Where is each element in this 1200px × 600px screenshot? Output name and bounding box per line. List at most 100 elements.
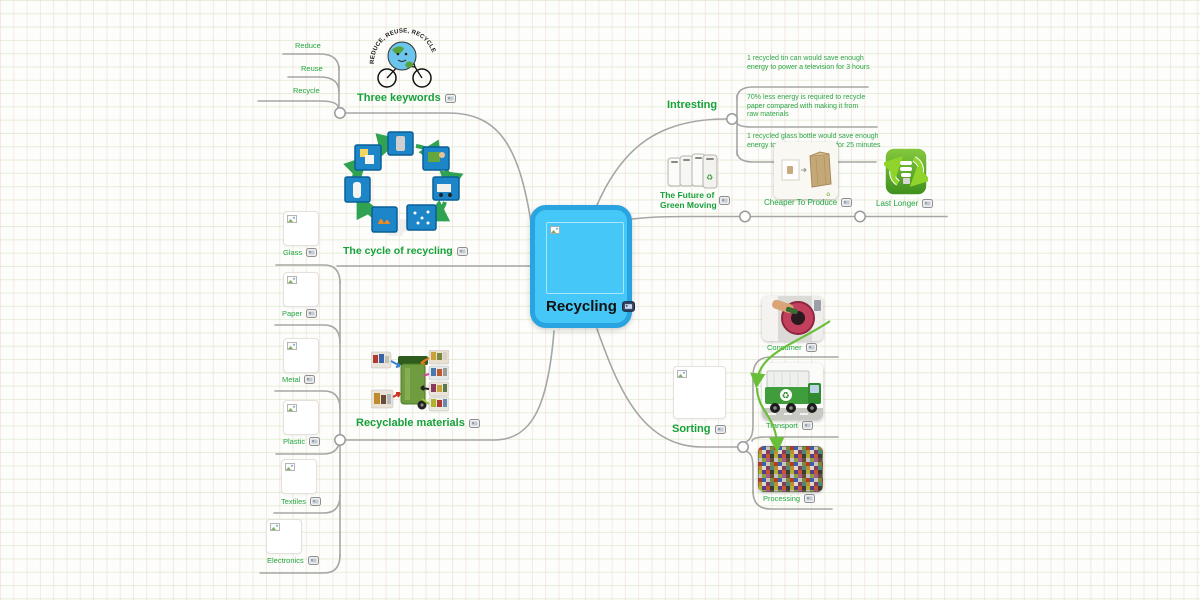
node-intresting[interactable]: Intresting xyxy=(667,99,717,111)
junction-cheaper[interactable] xyxy=(854,210,866,223)
root-image-placeholder xyxy=(546,222,624,294)
recycle-label: Recycle xyxy=(293,86,320,95)
junction-three-keywords[interactable] xyxy=(334,107,346,119)
cheaper-to-produce-image[interactable]: ♻ xyxy=(774,142,838,199)
node-three-keywords[interactable]: Three keywords xyxy=(357,92,456,104)
connector-future-chain xyxy=(631,215,948,220)
media-icon[interactable] xyxy=(304,375,316,384)
cycle-label: The cycle of recycling xyxy=(343,245,453,257)
node-transport[interactable]: Transport xyxy=(766,421,813,430)
node-glass[interactable]: Glass xyxy=(283,248,318,257)
media-icon[interactable] xyxy=(306,309,318,318)
media-icon[interactable] xyxy=(714,424,726,434)
media-icon[interactable] xyxy=(468,418,480,428)
media-icon[interactable] xyxy=(306,248,318,257)
connector-note-glass xyxy=(736,150,877,163)
node-reuse[interactable]: Reuse xyxy=(301,64,323,73)
node-future[interactable]: The Future of Green Moving xyxy=(660,190,717,210)
plastic-image-placeholder[interactable] xyxy=(283,400,319,435)
connector-sorting-rail-down xyxy=(745,450,754,494)
note-tin[interactable]: 1 recycled tin can would save enough ene… xyxy=(747,55,870,71)
connector-paper xyxy=(274,324,341,344)
note-paper[interactable]: 70% less energy is required to recycle p… xyxy=(747,94,866,119)
bike-wheel-icon xyxy=(412,68,432,88)
electronics-label: Electronics xyxy=(267,556,304,565)
broken-image-icon xyxy=(270,523,280,531)
media-icon[interactable] xyxy=(804,494,816,503)
connector-note-paper xyxy=(736,121,878,128)
paper-image-placeholder[interactable] xyxy=(283,272,319,307)
processing-image[interactable] xyxy=(758,446,823,492)
media-icon[interactable] xyxy=(621,301,635,312)
consumer-label: Consumer xyxy=(767,343,802,352)
recycling-cycle-image[interactable] xyxy=(338,124,466,236)
node-plastic[interactable]: Plastic xyxy=(283,437,321,446)
metal-image-placeholder[interactable] xyxy=(283,338,319,373)
broken-image-icon xyxy=(550,226,560,234)
media-icon[interactable] xyxy=(719,196,730,205)
node-cheaper[interactable]: Cheaper To Produce xyxy=(764,198,853,207)
node-sorting[interactable]: Sorting xyxy=(672,423,726,435)
root-node-recycling[interactable]: Recycling xyxy=(530,205,635,328)
media-icon[interactable] xyxy=(801,421,813,430)
connector-transport xyxy=(751,436,839,442)
last-longer-bulb-image[interactable] xyxy=(884,147,928,196)
connector-glass xyxy=(275,264,341,284)
textiles-image-placeholder[interactable] xyxy=(281,459,317,494)
recycling-bins-image[interactable]: ♻ xyxy=(667,146,719,192)
svg-text:♻: ♻ xyxy=(826,192,831,198)
node-paper[interactable]: Paper xyxy=(282,309,318,318)
reuse-label: Reuse xyxy=(301,64,323,73)
node-recycle[interactable]: Recycle xyxy=(293,86,320,95)
connector-note-tin xyxy=(736,86,869,100)
wheelie-bin-image[interactable] xyxy=(371,350,449,412)
media-icon[interactable] xyxy=(805,343,817,352)
consumer-image[interactable] xyxy=(762,296,823,341)
reduce-label: Reduce xyxy=(295,41,321,50)
broken-image-icon xyxy=(287,342,297,350)
broken-image-icon xyxy=(287,215,297,223)
junction-materials[interactable] xyxy=(334,434,346,446)
globe-bicycle-image[interactable]: REDUCE, REUSE, RECYCLE xyxy=(365,24,443,90)
media-icon[interactable] xyxy=(310,497,322,506)
connector-recycle xyxy=(257,100,339,108)
broken-image-icon xyxy=(287,404,297,412)
junction-intresting[interactable] xyxy=(726,113,738,125)
broken-image-icon xyxy=(677,370,687,378)
media-icon[interactable] xyxy=(309,437,321,446)
processing-label: Processing xyxy=(763,494,801,503)
transport-image[interactable]: ♻ xyxy=(762,363,823,420)
bike-wheel-icon xyxy=(377,68,397,88)
node-textiles[interactable]: Textiles xyxy=(281,497,322,506)
glass-image-placeholder[interactable] xyxy=(283,211,319,246)
node-metal[interactable]: Metal xyxy=(282,375,316,384)
media-icon[interactable] xyxy=(307,556,319,565)
cheaper-label: Cheaper To Produce xyxy=(764,198,838,207)
materials-label: Recyclable materials xyxy=(356,417,465,429)
media-icon[interactable] xyxy=(456,246,468,256)
media-icon[interactable] xyxy=(444,93,456,103)
node-consumer[interactable]: Consumer xyxy=(767,343,817,352)
textiles-label: Textiles xyxy=(281,497,307,506)
three-keywords-label: Three keywords xyxy=(357,92,441,104)
node-materials[interactable]: Recyclable materials xyxy=(356,417,480,429)
connector-sorting xyxy=(596,328,739,448)
connector-sorting-rail-up xyxy=(743,373,754,444)
node-reduce[interactable]: Reduce xyxy=(295,41,321,50)
node-cycle[interactable]: The cycle of recycling xyxy=(343,245,468,257)
connector-intresting xyxy=(596,118,727,206)
electronics-image-placeholder[interactable] xyxy=(266,519,302,554)
media-icon[interactable] xyxy=(922,199,934,208)
media-icon[interactable] xyxy=(841,198,853,207)
node-processing[interactable]: Processing xyxy=(763,494,816,503)
sorting-label: Sorting xyxy=(672,423,711,435)
glass-label: Glass xyxy=(283,248,303,257)
junction-future[interactable] xyxy=(739,210,751,223)
transport-label: Transport xyxy=(766,421,798,430)
junction-sorting[interactable] xyxy=(737,441,749,453)
last-longer-label: Last Longer xyxy=(876,199,919,208)
sorting-image-placeholder[interactable] xyxy=(673,366,726,419)
node-electronics[interactable]: Electronics xyxy=(267,556,319,565)
node-last-longer[interactable]: Last Longer xyxy=(876,199,934,208)
